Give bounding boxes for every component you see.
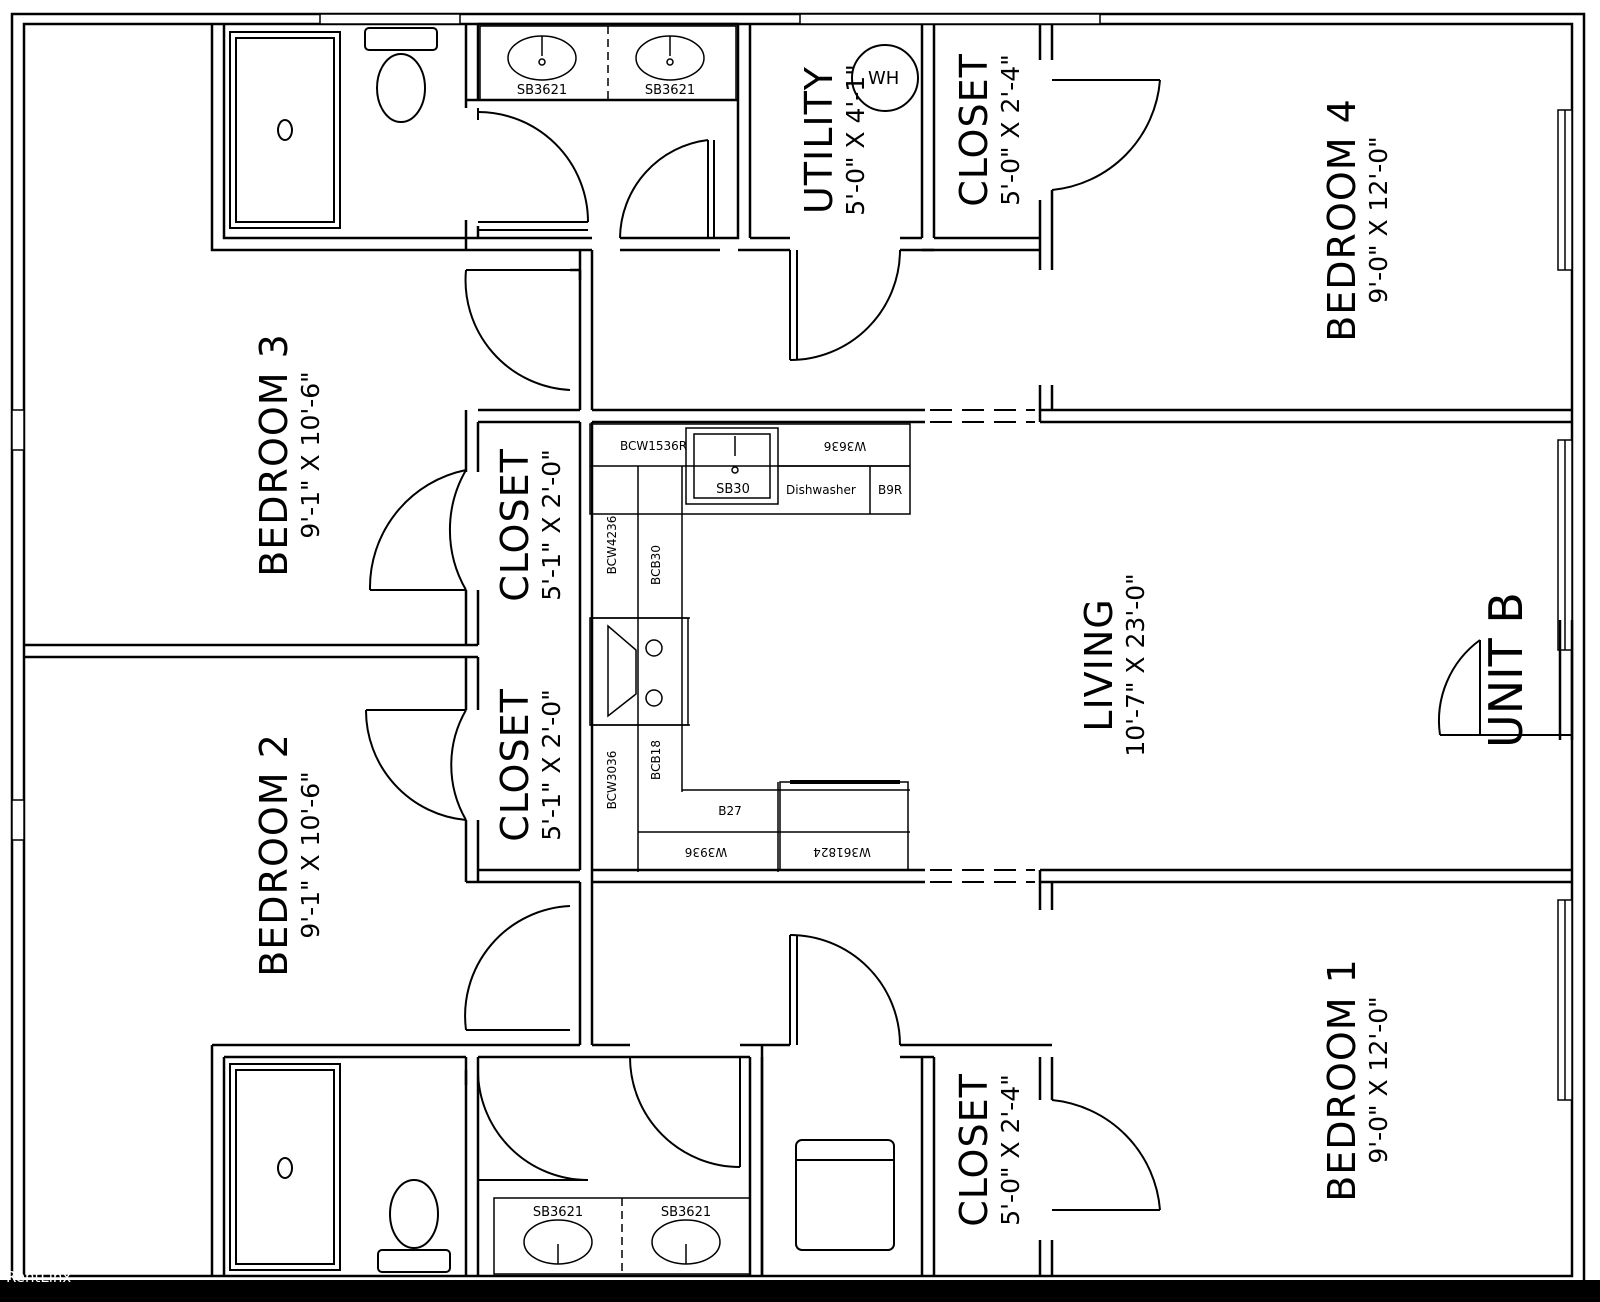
bedroom2-name: BEDROOM 2	[252, 733, 296, 977]
bedroom4-dims: 9'-0" X 12'-0"	[1364, 136, 1393, 303]
sink-label-top-left: SB3621	[517, 83, 567, 98]
label-closet-mid-top: CLOSET 5'-1" X 2'-0"	[493, 448, 566, 602]
label-closet-top-right: CLOSET 5'-0" X 2'-4"	[952, 53, 1025, 207]
closet-mid-bottom-name: CLOSET	[493, 688, 537, 842]
label-bedroom2: BEDROOM 2 9'-1" X 10'-6"	[252, 733, 325, 977]
cabinet-bcb18: BCB18	[649, 740, 663, 780]
label-closet-bottom-right: CLOSET 5'-0" X 2'-4"	[952, 1073, 1025, 1227]
closet-top-right-name: CLOSET	[952, 53, 996, 207]
closet-mid-top-dims: 5'-1" X 2'-0"	[537, 449, 566, 600]
sink-label-top-right: SB3621	[645, 83, 695, 98]
cabinet-bcw4236: BCW4236	[605, 516, 619, 575]
bedroom1-name: BEDROOM 1	[1320, 958, 1364, 1202]
water-heater	[851, 44, 919, 112]
kitchen-cabinets	[589, 423, 911, 872]
cabinet-bcw3036: BCW3036	[605, 751, 619, 810]
label-utility: UTILITY 5'-0" X 4'-1"	[797, 64, 870, 215]
living-name: LIVING	[1077, 598, 1121, 731]
cased-openings	[930, 409, 1035, 883]
closet-bottom-right-name: CLOSET	[952, 1073, 996, 1227]
shower-bottom	[229, 1063, 341, 1271]
cabinet-b27: B27	[718, 804, 742, 818]
living-dims: 10'-7" X 23'-0"	[1121, 573, 1150, 756]
cabinet-w3636: W3636	[824, 439, 866, 453]
closet-mid-top-name: CLOSET	[493, 448, 537, 602]
toilet-bottom	[377, 1179, 451, 1273]
closet-mid-bottom-dims: 5'-1" X 2'-0"	[537, 689, 566, 840]
sink-label-kitchen: SB30	[716, 482, 750, 497]
label-bedroom4: BEDROOM 4 9'-0" X 12'-0"	[1320, 98, 1393, 342]
label-living: LIVING 10'-7" X 23'-0"	[1077, 573, 1150, 756]
shower-top	[229, 31, 341, 229]
label-bedroom3: BEDROOM 3 9'-1" X 10'-6"	[252, 333, 325, 577]
cabinet-w361824: W361824	[813, 845, 871, 859]
bottom-band	[0, 1280, 1600, 1302]
cabinet-w3936: W3936	[685, 845, 727, 859]
interior-walls	[24, 22, 1574, 1276]
closet-bottom-right-dims: 5'-0" X 2'-4"	[996, 1074, 1025, 1225]
sink-label-bottom-left: SB3621	[533, 1205, 583, 1220]
utility-name: UTILITY	[797, 66, 841, 214]
unit-label: UNIT B	[1479, 592, 1533, 748]
vanity-bottom	[493, 1197, 751, 1275]
utility-dims: 5'-0" X 4'-1"	[841, 64, 870, 215]
bedroom2-dims: 9'-1" X 10'-6"	[296, 771, 325, 938]
closet-top-right-dims: 5'-0" X 2'-4"	[996, 54, 1025, 205]
label-bedroom1: BEDROOM 1 9'-0" X 12'-0"	[1320, 958, 1393, 1202]
bedroom1-dims: 9'-0" X 12'-0"	[1364, 996, 1393, 1163]
bedroom3-dims: 9'-1" X 10'-6"	[296, 371, 325, 538]
toilet-top	[364, 27, 438, 123]
door-swings	[364, 79, 1572, 1211]
cabinet-b9r: B9R	[878, 483, 902, 497]
cabinet-bcw1536r: BCW1536R	[620, 439, 687, 453]
windows	[11, 13, 1573, 1101]
cabinet-dishwasher: Dishwasher	[786, 483, 856, 497]
cabinet-bcb30: BCB30	[649, 545, 663, 585]
vanity-top	[479, 25, 737, 101]
water-heater-label: WH	[868, 68, 899, 89]
label-unit: UNIT B	[1479, 592, 1533, 748]
bedroom3-name: BEDROOM 3	[252, 333, 296, 577]
bedroom4-name: BEDROOM 4	[1320, 98, 1364, 342]
watermark: RentLinx	[6, 1268, 71, 1286]
label-closet-mid-bottom: CLOSET 5'-1" X 2'-0"	[493, 688, 566, 842]
washer	[795, 1139, 895, 1251]
sink-label-bottom-right: SB3621	[661, 1205, 711, 1220]
